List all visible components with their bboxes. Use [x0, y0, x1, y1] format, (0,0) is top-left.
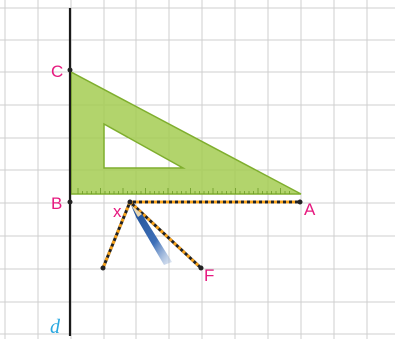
- label-d: d: [50, 316, 61, 338]
- segment-x-left: [101, 201, 132, 269]
- segment-x-f: [128, 200, 203, 270]
- label-f: F: [204, 266, 214, 285]
- point-left-dot: [100, 265, 106, 271]
- label-x: x: [113, 202, 122, 221]
- point-c-dot: [67, 67, 73, 73]
- label-c: C: [51, 62, 63, 81]
- label-a: A: [304, 200, 316, 219]
- point-x-dot: [127, 199, 133, 205]
- point-a-dot: [297, 199, 303, 205]
- ruler-ticks: [77, 188, 290, 194]
- label-b: B: [51, 194, 62, 213]
- pencil-icon: [131, 205, 172, 265]
- point-b-dot: [67, 199, 73, 205]
- point-f-dot: [198, 265, 204, 271]
- set-square-icon: [70, 70, 302, 195]
